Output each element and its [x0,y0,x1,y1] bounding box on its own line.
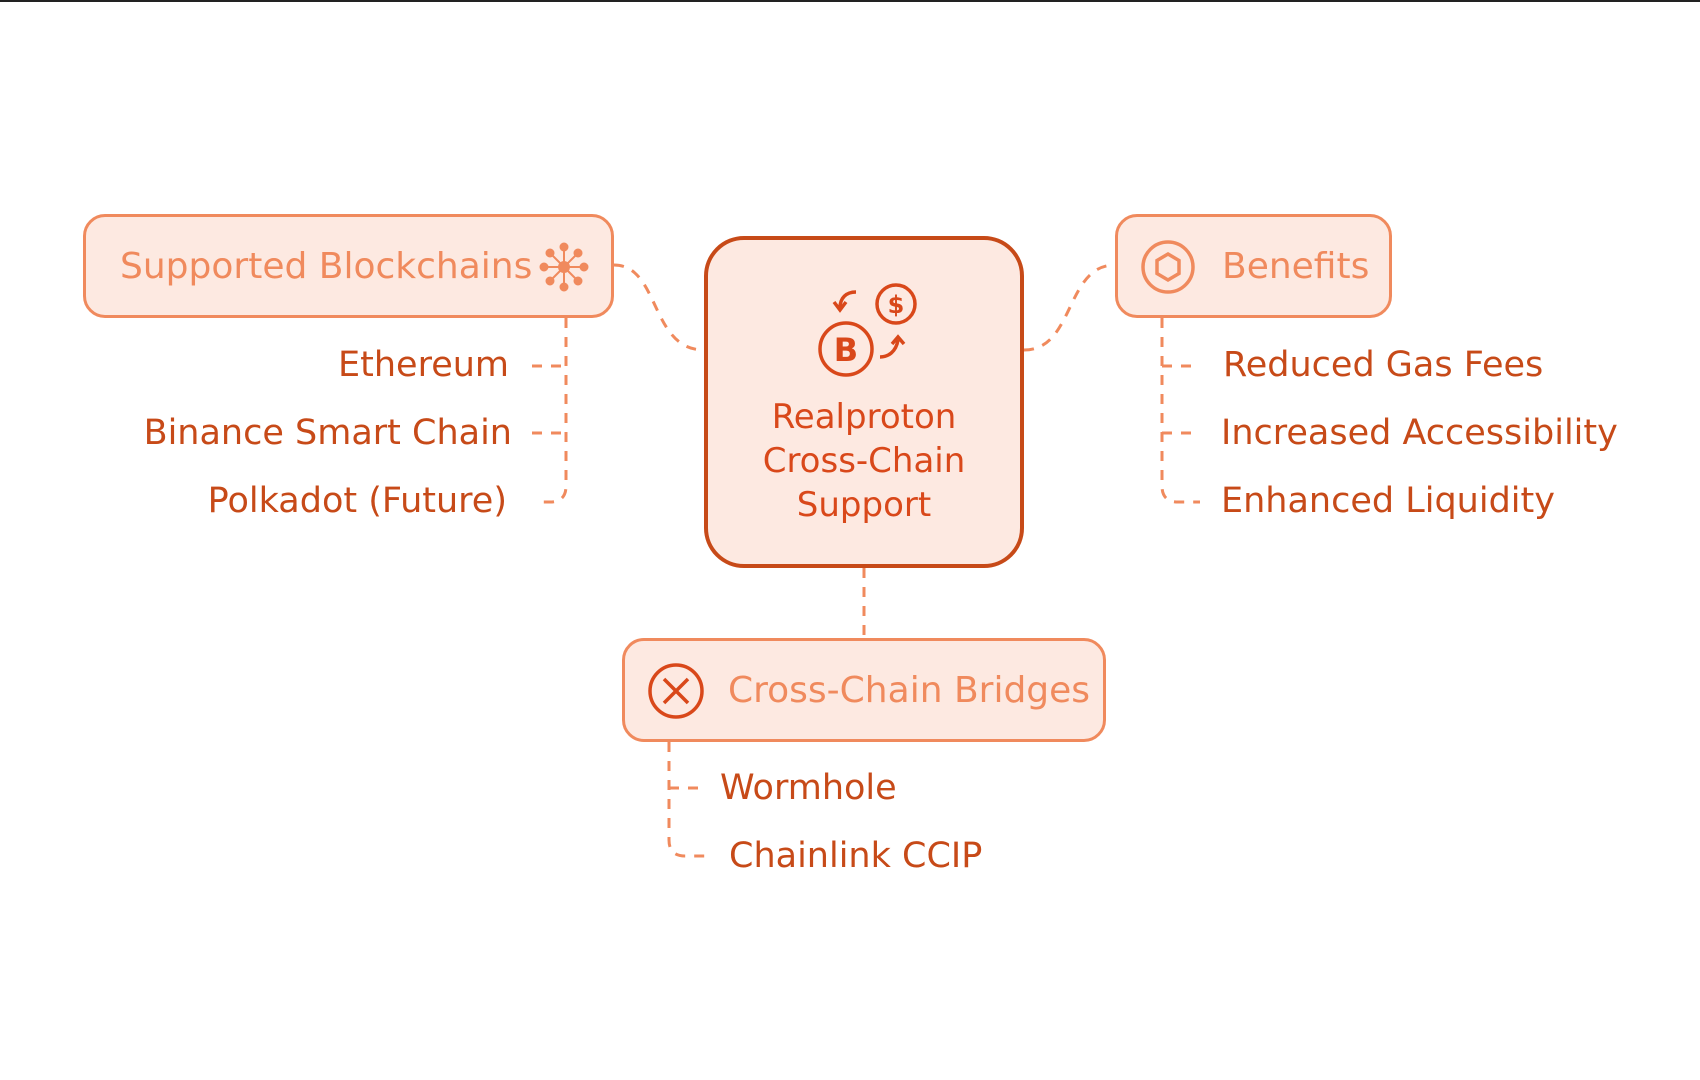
supported-item-binance: Binance Smart Chain [143,413,512,453]
supported-item-ethereum: Ethereum [338,345,509,385]
cross-chain-bridges-node[interactable]: Cross-Chain Bridges [622,638,1106,742]
center-title-line-2: Cross-Chain [762,441,966,481]
center-title: Realproton Cross-Chain Support [708,395,1020,527]
crypto-exchange-icon: $ B [818,283,917,377]
hexagon-icon [1141,240,1195,294]
bridges-item-wormhole: Wormhole [720,768,897,808]
benefits-node[interactable]: Benefits [1115,214,1392,318]
connector-supported-tree [540,318,568,504]
benefits-item-liquidity: Enhanced Liquidity [1221,481,1555,521]
connector-center-benefits [1023,263,1116,352]
center-title-line-3: Support [796,485,932,525]
svg-text:$: $ [888,291,905,319]
supported-item-polkadot: Polkadot (Future) [207,481,507,521]
supported-blockchains-label: Supported Blockchains [120,245,533,287]
benefits-item-accessibility: Increased Accessibility [1221,413,1618,453]
supported-blockchains-node[interactable]: Supported Blockchains [83,214,614,318]
connector-center-supported [613,263,705,352]
connector-bridges-tree [667,742,708,858]
circle-x-icon [648,663,704,719]
connector-benefits-tree [1160,318,1200,504]
benefits-label: Benefits [1222,245,1370,287]
cross-chain-bridges-label: Cross-Chain Bridges [728,669,1091,711]
svg-text:B: B [834,331,858,369]
center-title-line-1: Realproton [771,397,957,437]
bridges-item-chainlink: Chainlink CCIP [729,836,983,876]
top-border-line [0,0,1700,2]
network-nodes-icon [539,242,589,292]
center-node[interactable]: $ B Realproton Cross-Chain Support [704,236,1024,568]
benefits-item-gas-fees: Reduced Gas Fees [1223,345,1544,385]
